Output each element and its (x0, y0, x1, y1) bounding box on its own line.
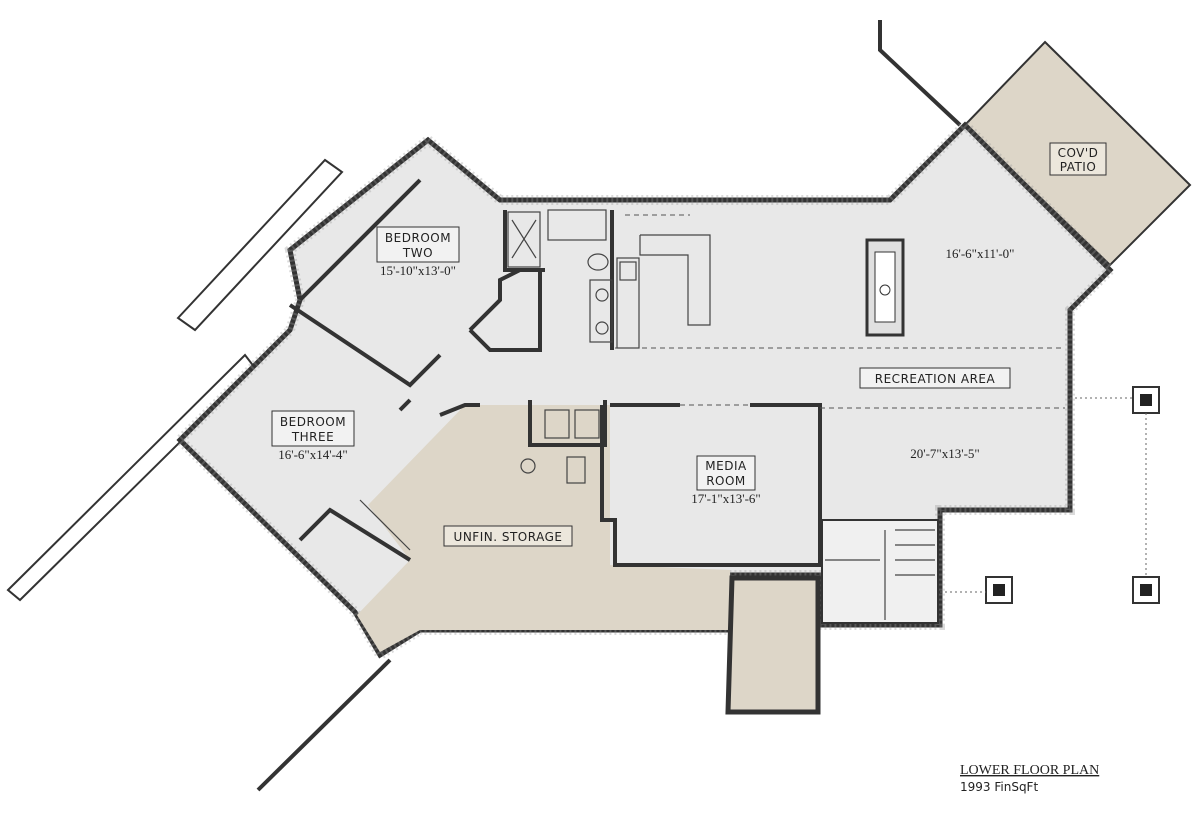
media-room-label: MEDIA ROOM 17'-1"x13'-6" (691, 455, 761, 506)
plan-title-block: LOWER FLOOR PLAN 1993 FinSqFt (960, 763, 1099, 794)
recreation-area-label: RECREATION AREA 16'-6"x11'-0" 20'-7"x13'… (859, 246, 1015, 461)
kitchen-bar (616, 234, 711, 349)
room-dimensions: 20'-7"x13'-5" (910, 446, 979, 461)
room-name: RECREATION AREA (875, 372, 996, 386)
room-dimensions: 17'-1"x13'-6" (691, 491, 760, 506)
exterior-deck (6, 20, 962, 792)
room-name: PATIO (1060, 160, 1097, 174)
room-name: ROOM (706, 474, 746, 488)
patio-label: COV'D PATIO (1049, 142, 1107, 176)
room-name: BEDROOM (280, 415, 346, 429)
room-dimensions: 15'-10"x13'-0" (380, 263, 456, 278)
room-name: COV'D (1058, 146, 1099, 160)
room-name: BEDROOM (385, 231, 451, 245)
room-name: TWO (402, 246, 433, 260)
room-dimensions: 16'-6"x11'-0" (946, 246, 1015, 261)
deck-posts (940, 386, 1160, 604)
bedroom-two-label: BEDROOM TWO 15'-10"x13'-0" (376, 226, 460, 278)
fireplace (865, 238, 905, 337)
room-dimensions: 16'-6"x14'-4" (278, 447, 347, 462)
room-name: THREE (291, 430, 334, 444)
laundry-appliances (520, 409, 600, 484)
bedroom-three-label: BEDROOM THREE 16'-6"x14'-4" (271, 410, 355, 462)
room-name: MEDIA (705, 459, 747, 473)
bathroom-fixtures (507, 209, 613, 343)
plan-title: LOWER FLOOR PLAN (960, 763, 1099, 778)
stairs (821, 519, 939, 624)
storage-label: UNFIN. STORAGE (443, 525, 573, 547)
room-name: UNFIN. STORAGE (454, 530, 563, 544)
interior-walls (288, 178, 822, 567)
plan-area: 1993 FinSqFt (960, 780, 1038, 794)
lower-storage-bump (725, 575, 821, 715)
